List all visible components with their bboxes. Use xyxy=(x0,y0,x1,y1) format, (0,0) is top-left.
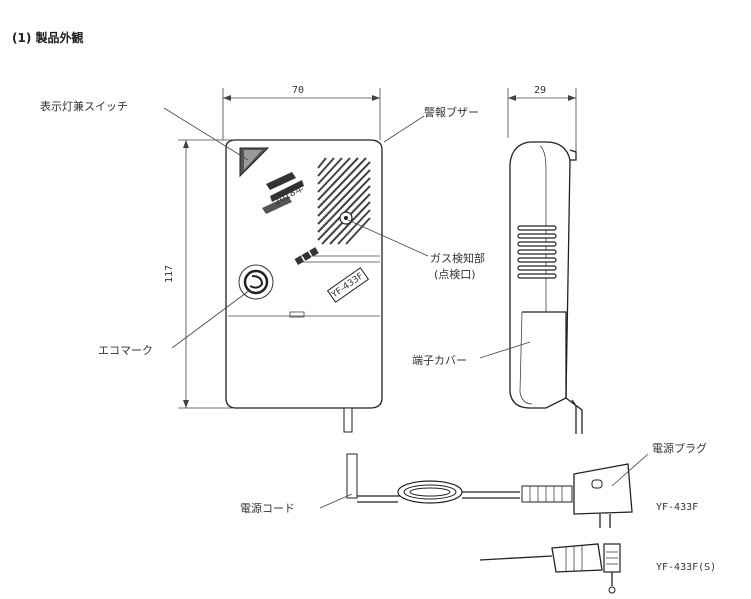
model-badge: YF-433F xyxy=(326,267,370,303)
side-view: 29 xyxy=(507,85,583,434)
speaker-grill xyxy=(317,157,371,245)
section-title: (1) 製品外観 xyxy=(12,30,84,45)
alt-plug-assembly xyxy=(479,543,621,594)
power-cord-assembly xyxy=(346,453,633,528)
label-alarm-buzzer: 警報ブザー xyxy=(424,105,479,119)
dimension-depth: 29 xyxy=(534,85,546,96)
label-model-b: YF-433F(S) xyxy=(656,562,716,573)
dimension-width: 70 xyxy=(292,85,304,96)
label-model-a: YF-433F xyxy=(656,502,698,513)
label-power-cord: 電源コード xyxy=(240,501,295,515)
certification-logo: 2018年 xyxy=(262,172,306,214)
label-power-plug: 電源プラグ xyxy=(652,441,707,455)
power-plug-icon xyxy=(573,463,633,515)
label-terminal-cover: 端子カバー xyxy=(412,354,467,367)
leader-lines xyxy=(163,107,649,509)
svg-text:■■■: ■■■ xyxy=(293,246,320,267)
front-view: 70 117 2018年 xyxy=(164,85,383,433)
dimension-height: 117 xyxy=(164,265,175,283)
eco-mark-icon xyxy=(238,264,274,300)
label-gas-sensor: ガス検知部 xyxy=(430,251,485,265)
label-indicator-switch: 表示灯兼スイッチ xyxy=(40,99,128,113)
label-eco-mark: エコマーク xyxy=(98,344,153,357)
label-gas-sensor-sub: (点検口) xyxy=(434,267,476,281)
